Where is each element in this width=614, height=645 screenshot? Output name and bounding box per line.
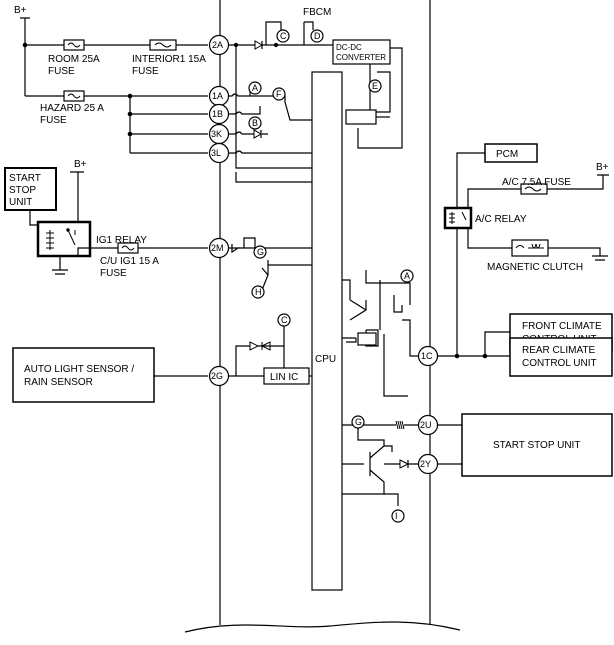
ac-relay-label: A/C RELAY [475,214,527,225]
ac-fuse-label: A/C 7.5A FUSE [502,177,571,188]
left-power-supply: B+ ROOM 25A FUSE INTERIOR1 15A FUSE HAZA… [14,5,208,154]
svg-text:RAIN SENSOR: RAIN SENSOR [24,377,93,388]
ig1-relay: B+ IG1 RELAY C/U IG1 15 A FUSE [36,159,208,279]
interior1-fuse: INTERIOR1 15A FUSE [132,39,206,77]
bplus-left-label: B+ [14,5,27,16]
start-stop-unit-right: START STOP UNIT [438,413,613,477]
svg-text:UNIT: UNIT [9,197,32,208]
svg-text:START: START [9,173,41,184]
connector-pins-left: 2A 1A 1B 3K 3L 2M 2G [208,34,230,387]
marker-a-lower: A [404,271,410,281]
svg-text:3L: 3L [211,148,221,158]
marker-c-lower: C [281,315,288,325]
magnetic-clutch-label: MAGNETIC CLUTCH [487,262,583,273]
svg-text:INTERIOR1 15A: INTERIOR1 15A [132,54,206,65]
svg-text:1C: 1C [421,351,433,361]
svg-text:CONTROL UNIT: CONTROL UNIT [522,358,597,369]
internal-wiring-upper: C D E A F B [229,21,403,183]
dcdc-label-1: DC-DC [336,43,362,52]
svg-text:PCM: PCM [496,149,518,160]
pin-2Y: 2Y [417,453,439,475]
pcm: PCM [456,143,538,208]
svg-text:STOP: STOP [9,185,36,196]
room-fuse: ROOM 25A FUSE [48,39,100,77]
pin-3K: 3K [208,123,230,145]
svg-text:C/U IG1 15 A: C/U IG1 15 A [100,256,159,267]
svg-text:FUSE: FUSE [40,115,67,126]
internal-relay-driver: A [342,269,420,397]
dcdc-label-2: CONVERTER [336,53,386,62]
svg-text:B+: B+ [596,162,609,173]
lin-ic: LIN IC C [229,313,312,385]
marker-a-upper: A [252,83,258,93]
auto-light-sensor: AUTO LIGHT SENSOR / RAIN SENSOR [12,347,208,403]
marker-h: H [255,287,262,297]
svg-text:2M: 2M [211,243,224,253]
pin-3L: 3L [208,142,230,164]
cpu-block: CPU [311,71,343,591]
ac-relay: B+ A/C 7.5A FUSE A/C RELAY MAGNETIC CLUT… [443,162,609,356]
fbcm-title: FBCM [303,7,331,18]
pin-1B: 1B [208,103,230,125]
svg-text:ROOM 25A: ROOM 25A [48,54,100,65]
start-stop-unit-left: START STOP UNIT [4,167,57,226]
marker-g-upper: G [257,247,264,257]
svg-text:REAR CLIMATE: REAR CLIMATE [522,345,595,356]
svg-text:1B: 1B [212,109,223,119]
pin-2M: 2M [208,237,230,259]
pin-2U: 2U [417,414,439,436]
pin-1C: 1C [417,345,439,367]
pin-2G: 2G [208,365,230,387]
svg-text:2G: 2G [211,371,223,381]
marker-f: F [276,89,282,99]
svg-text:FUSE: FUSE [132,66,159,77]
svg-text:FUSE: FUSE [48,66,75,77]
svg-text:1A: 1A [212,91,223,101]
marker-b: B [252,118,258,128]
internal-2M: G H [229,237,312,299]
pin-1A: 1A [208,85,230,107]
hazard-fuse: HAZARD 25 A FUSE [40,90,104,126]
lin-ic-label: LIN IC [270,372,298,383]
svg-text:2U: 2U [420,420,432,430]
pin-2A: 2A [208,34,230,56]
ig1-relay-label: IG1 RELAY [96,235,147,246]
marker-d: D [314,31,321,41]
climate-units: FRONT CLIMATE CONTROL UNIT REAR CLIMATE … [438,313,613,377]
svg-text:2Y: 2Y [420,459,431,469]
marker-g-lower: G [355,417,362,427]
marker-i: I [395,511,398,521]
internal-lower: G I [342,415,418,523]
cpu-label: CPU [315,354,336,365]
svg-text:HAZARD 25 A: HAZARD 25 A [40,103,104,114]
svg-text:2A: 2A [212,40,223,50]
svg-text:FUSE: FUSE [100,268,127,279]
dcdc-converter: DC-DC CONVERTER [332,39,391,65]
svg-text:3K: 3K [211,129,222,139]
svg-text:START STOP UNIT: START STOP UNIT [493,440,580,451]
svg-text:FRONT CLIMATE: FRONT CLIMATE [522,321,602,332]
connector-pins-right: 1C 2U 2Y [417,345,439,475]
svg-text:AUTO LIGHT SENSOR /: AUTO LIGHT SENSOR / [24,364,134,375]
marker-e: E [372,81,378,91]
svg-text:B+: B+ [74,159,87,170]
marker-c-upper: C [280,31,287,41]
